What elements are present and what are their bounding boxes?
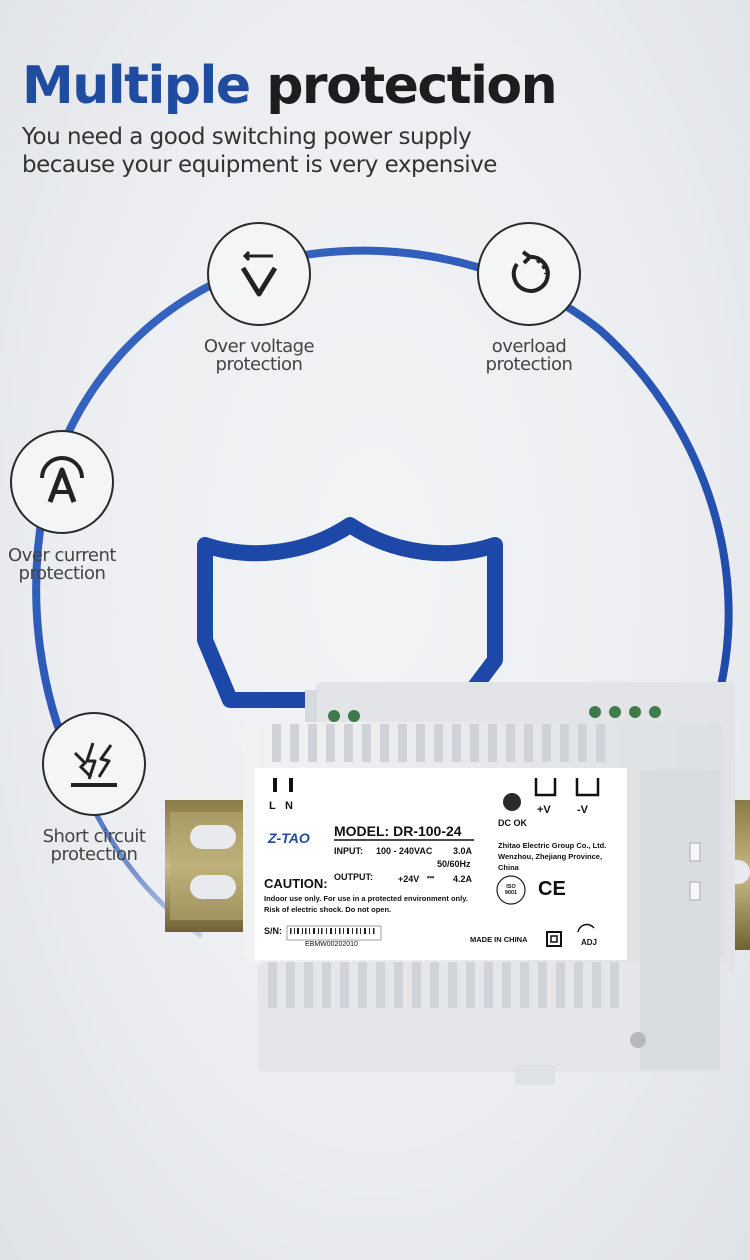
title-word-protection: protection xyxy=(266,56,557,116)
title-word-multiple: Multiple xyxy=(22,56,251,116)
dc-symbol: ⎓ xyxy=(427,872,435,882)
subtitle-line-2: because your equipment is very expensive xyxy=(22,152,497,178)
serial-barcode xyxy=(286,925,382,941)
iso-seal xyxy=(496,875,526,905)
input-frequency: 50/60Hz xyxy=(437,859,471,869)
subtitle-line-1: You need a good switching power supply xyxy=(22,124,472,150)
page-title: Multiple protection xyxy=(22,56,558,116)
company-line-3: China xyxy=(498,863,519,872)
made-in-label: MADE IN CHINA xyxy=(470,935,528,944)
over-voltage-badge xyxy=(207,222,311,326)
double-insulation-icon xyxy=(546,931,562,947)
company-line-2: Wenzhou, Zhejiang Province, xyxy=(498,852,603,861)
current-icon xyxy=(40,456,84,503)
over-current-badge xyxy=(10,430,114,534)
caution-line-2: Risk of electric shock. Do not open. xyxy=(264,905,392,914)
short-circuit-label: Short circuit protection xyxy=(42,826,146,865)
model-label: MODEL: DR-100-24 xyxy=(334,823,462,839)
dc-ok-label: DC OK xyxy=(498,818,527,828)
over-current-label: Over current protection xyxy=(8,545,116,584)
input-voltage: 100 - 240VAC xyxy=(376,846,433,856)
brand-logo: Z-TAO xyxy=(268,830,310,846)
overload-icon xyxy=(511,250,550,293)
adj-label: ADJ xyxy=(581,938,598,947)
overload-label: overload protection xyxy=(485,336,573,375)
caution-title: CAUTION: xyxy=(264,876,328,891)
top-vent-ribs xyxy=(272,724,605,762)
terminal-label-l: L xyxy=(269,800,276,812)
adj-knob-icon xyxy=(577,923,595,933)
voltage-icon xyxy=(240,250,278,297)
overload-badge xyxy=(477,222,581,326)
output-label: OUTPUT: xyxy=(334,872,373,882)
terminal-label-n: N xyxy=(285,800,293,812)
minus-v-label: -V xyxy=(577,804,588,816)
output-current: 4.2A xyxy=(453,874,473,884)
serial-label: S/N: xyxy=(264,926,282,936)
short-circuit-badge xyxy=(42,712,146,816)
over-voltage-label: Over voltage protection xyxy=(203,336,315,375)
output-voltage: +24V xyxy=(398,874,420,884)
iso-label: ISO 9001 xyxy=(504,884,518,896)
plus-v-label: +V xyxy=(537,804,551,816)
shield-shape xyxy=(197,517,503,708)
input-current: 3.0A xyxy=(453,846,473,856)
terminal-screws xyxy=(328,706,661,722)
ce-mark: CE xyxy=(538,878,566,900)
input-label: INPUT: xyxy=(334,846,363,856)
dc-ok-led xyxy=(503,793,521,811)
page-subtitle: You need a good switching power supply b… xyxy=(22,123,497,179)
bottom-vent-ribs xyxy=(268,962,619,1008)
company-line-1: Zhitao Electric Group Co., Ltd. xyxy=(498,841,607,850)
short-circuit-icon xyxy=(71,742,117,787)
caution-line-1: Indoor use only. For use in a protected … xyxy=(264,894,468,903)
serial-number: EBMW00202010 xyxy=(305,941,358,948)
